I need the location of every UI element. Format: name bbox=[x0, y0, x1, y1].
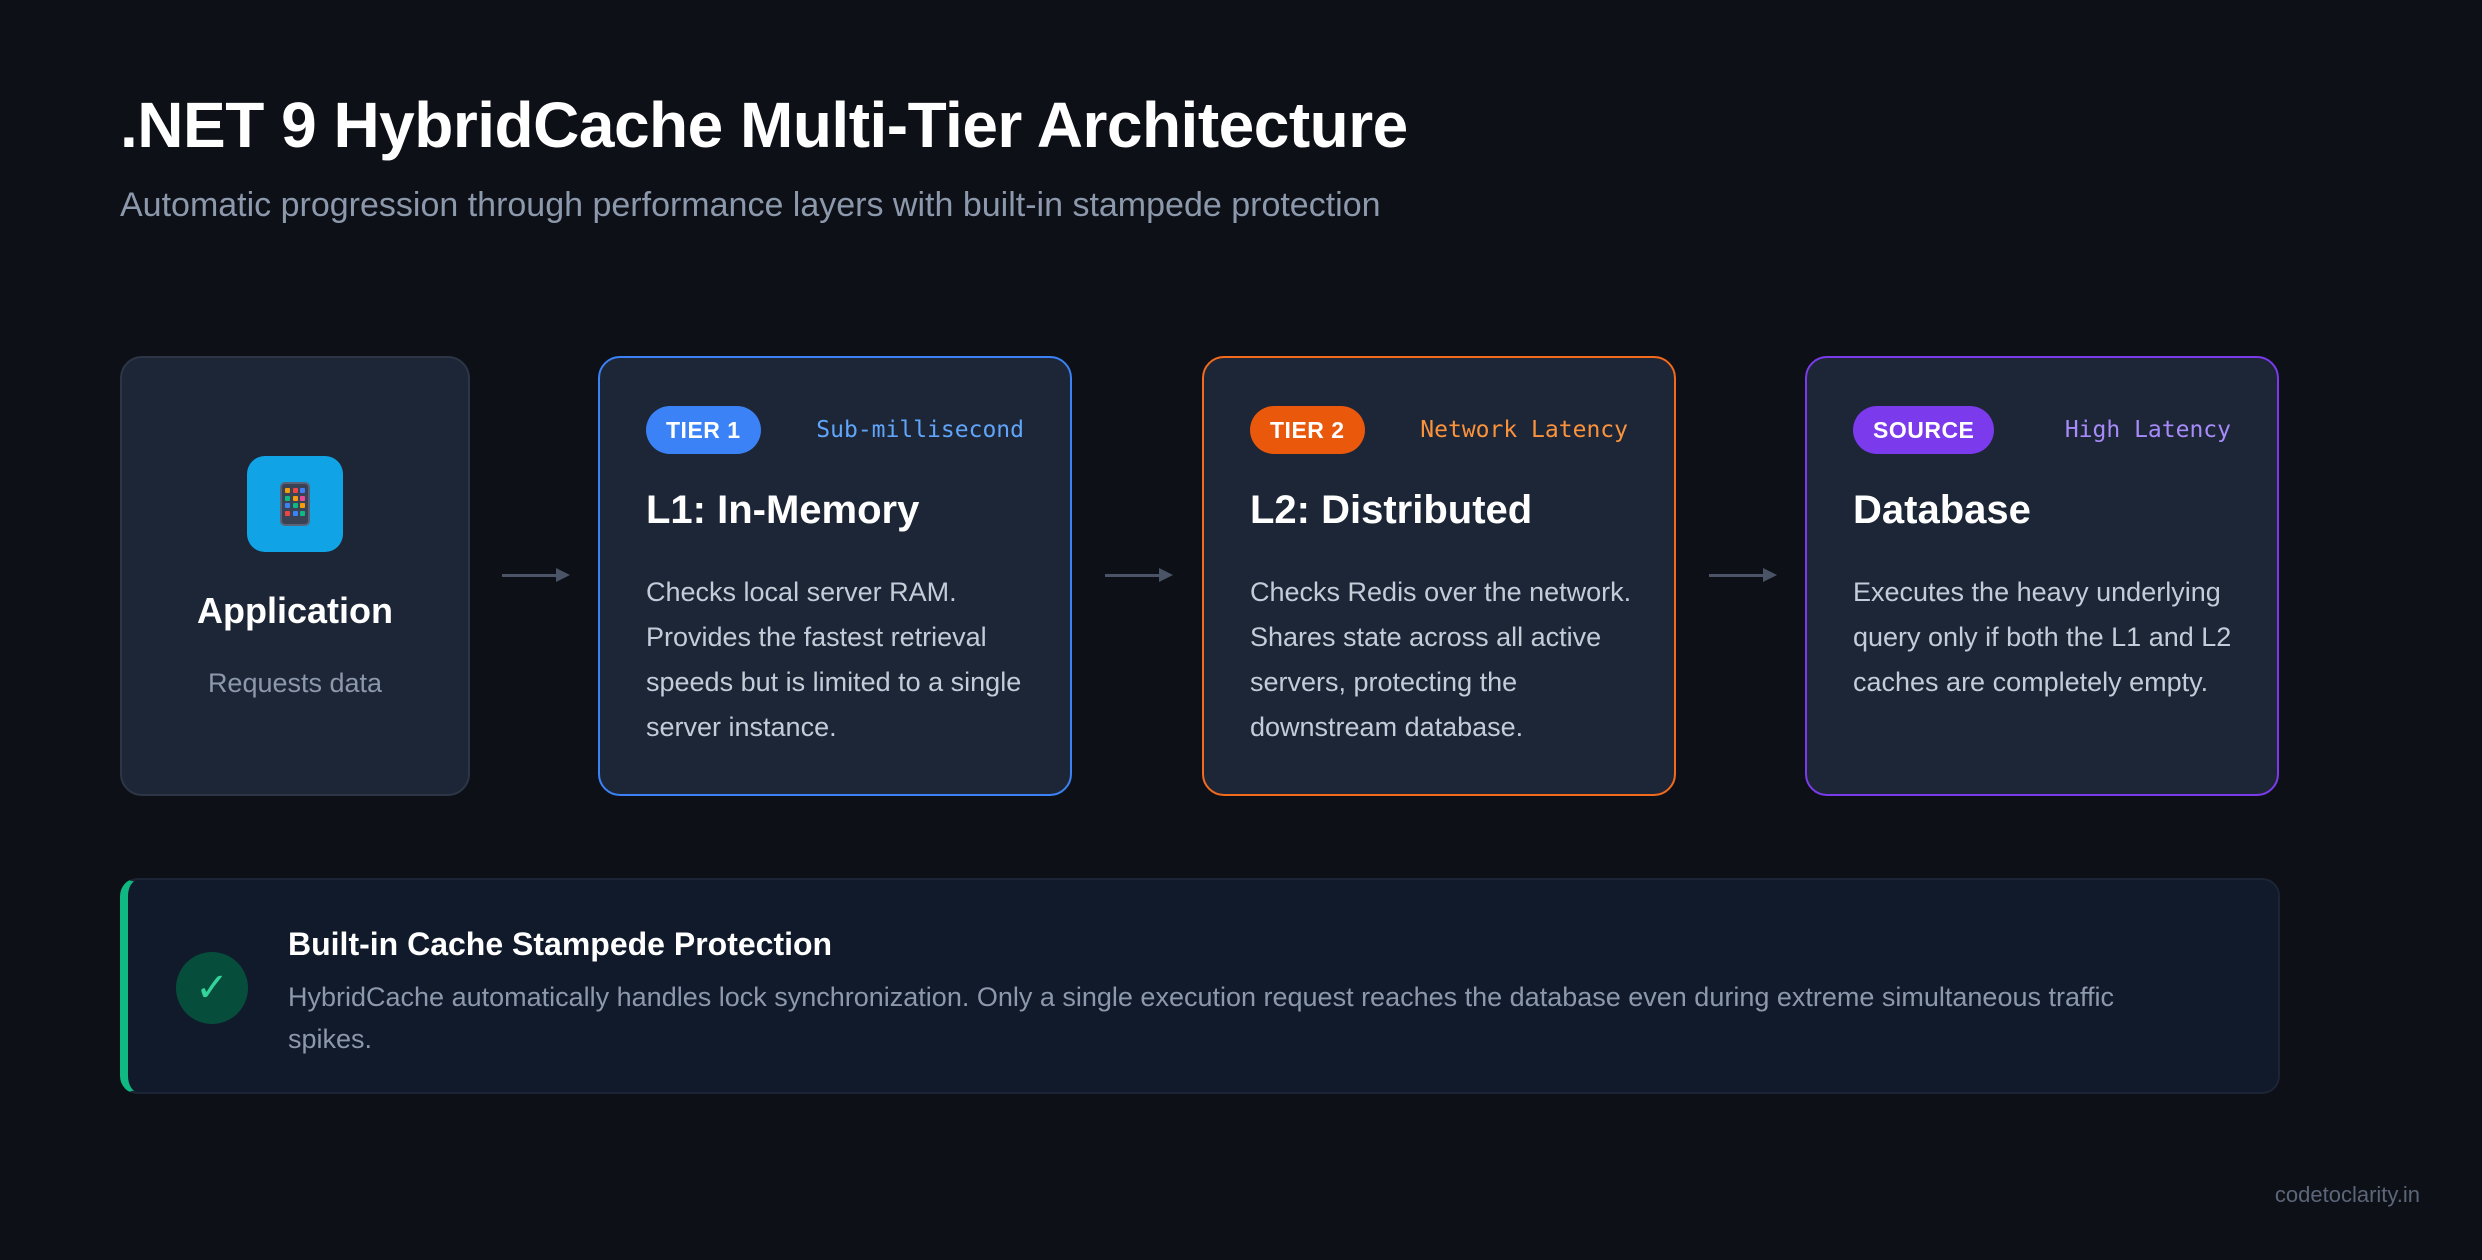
arrow-right-icon bbox=[502, 568, 570, 582]
latency-label: Network Latency bbox=[1420, 417, 1628, 443]
tier-2-card: TIER 2 Network Latency L2: Distributed C… bbox=[1202, 356, 1676, 796]
tier-badge: SOURCE bbox=[1853, 406, 1995, 454]
application-title: Application bbox=[197, 590, 393, 631]
arrow-right-icon bbox=[1709, 568, 1777, 582]
arrow-right-icon bbox=[1105, 568, 1173, 582]
application-description: Requests data bbox=[207, 668, 383, 698]
banner-title: Built-in Cache Stampede Protection bbox=[288, 926, 833, 962]
footer-brand: codetoclarity.in bbox=[2274, 1182, 2420, 1207]
tier-description: Executes the heavy underlying query only… bbox=[1853, 577, 2232, 697]
tier-title: L1: In-Memory bbox=[646, 488, 920, 532]
latency-label: High Latency bbox=[2064, 417, 2231, 443]
banner-description: HybridCache automatically handles lock s… bbox=[288, 982, 2115, 1054]
tier-badge: TIER 2 bbox=[1250, 406, 1365, 454]
database-card: SOURCE High Latency Database Executes th… bbox=[1805, 356, 2279, 796]
tier-1-card: TIER 1 Sub-millisecond L1: In-Memory Che… bbox=[598, 356, 1072, 796]
latency-label: Sub-millisecond bbox=[816, 417, 1024, 443]
page-title: .NET 9 HybridCache Multi-Tier Architectu… bbox=[120, 89, 1408, 161]
app-grid-dots bbox=[285, 488, 305, 518]
page-subtitle: Automatic progression through performanc… bbox=[120, 186, 1381, 224]
tier-title: L2: Distributed bbox=[1250, 488, 1533, 532]
tier-title: Database bbox=[1853, 488, 2031, 532]
application-card: Application Requests data bbox=[120, 356, 470, 796]
tier-description: Checks Redis over the network. Shares st… bbox=[1250, 577, 1632, 742]
mobile-app-icon bbox=[247, 456, 343, 552]
stampede-protection-banner: ✓ Built-in Cache Stampede Protection Hyb… bbox=[120, 878, 2280, 1094]
checkmark-icon: ✓ bbox=[176, 952, 248, 1024]
tier-description: Checks local server RAM. Provides the fa… bbox=[646, 577, 1022, 742]
tier-badge: TIER 1 bbox=[646, 406, 761, 454]
